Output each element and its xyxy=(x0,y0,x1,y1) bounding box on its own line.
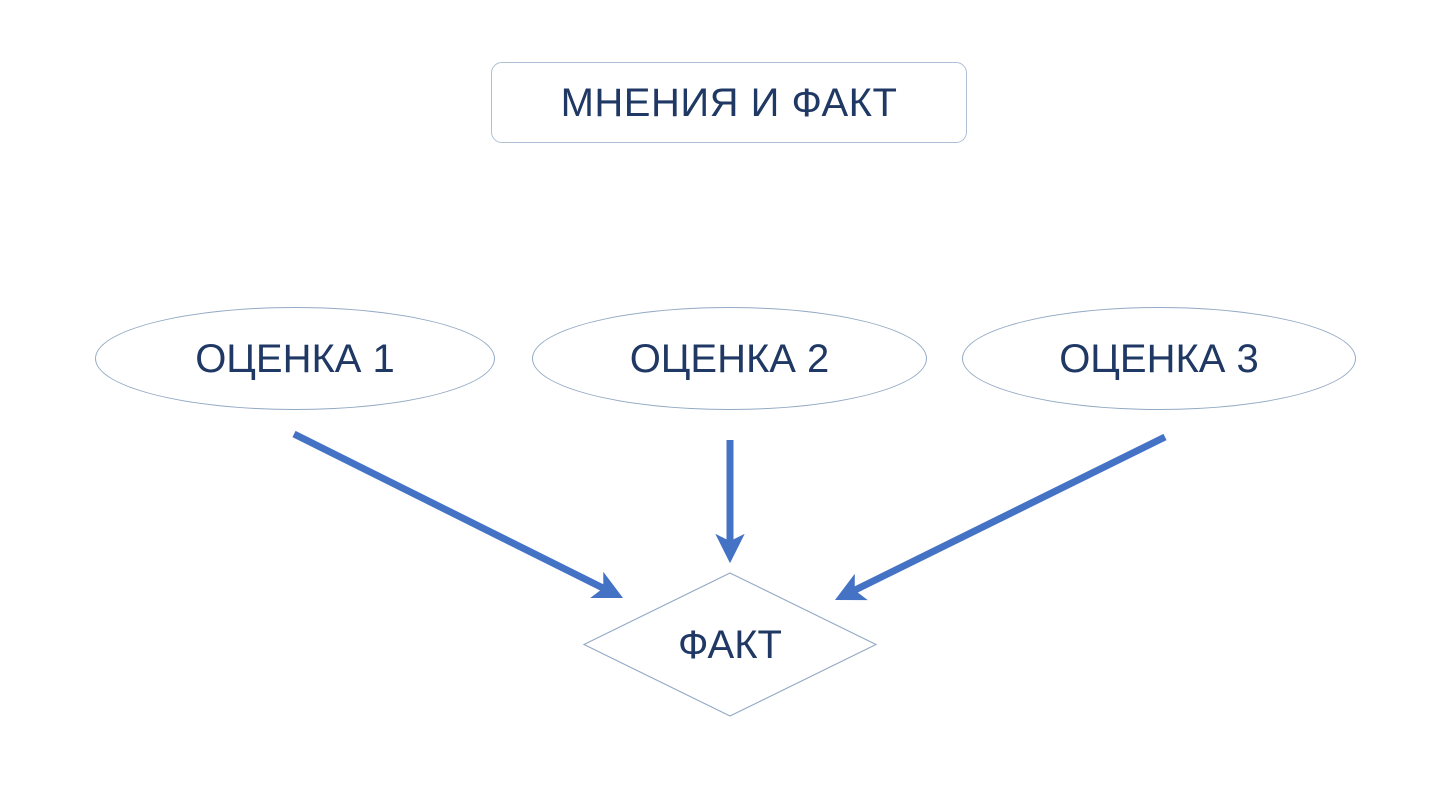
node-label: ОЦЕНКА 1 xyxy=(195,336,395,381)
title-label: МНЕНИЯ И ФАКТ xyxy=(560,80,898,125)
node-label: ОЦЕНКА 3 xyxy=(1059,336,1259,381)
node-ellipse-ocenka-2[interactable]: ОЦЕНКА 2 xyxy=(532,307,927,410)
title-box[interactable]: МНЕНИЯ И ФАКТ xyxy=(491,62,967,143)
diamond-shape-icon xyxy=(582,572,878,717)
node-diamond-fakt[interactable]: ФАКТ xyxy=(582,572,878,717)
node-ellipse-ocenka-1[interactable]: ОЦЕНКА 1 xyxy=(95,307,495,410)
node-label: ФАКТ xyxy=(678,622,782,667)
arrow-ocenka-1-to-fakt[interactable] xyxy=(292,430,624,599)
node-ellipse-ocenka-3[interactable]: ОЦЕНКА 3 xyxy=(962,307,1356,410)
node-label: ОЦЕНКА 2 xyxy=(629,336,830,381)
arrow-ocenka-3-to-fakt[interactable] xyxy=(834,433,1167,601)
